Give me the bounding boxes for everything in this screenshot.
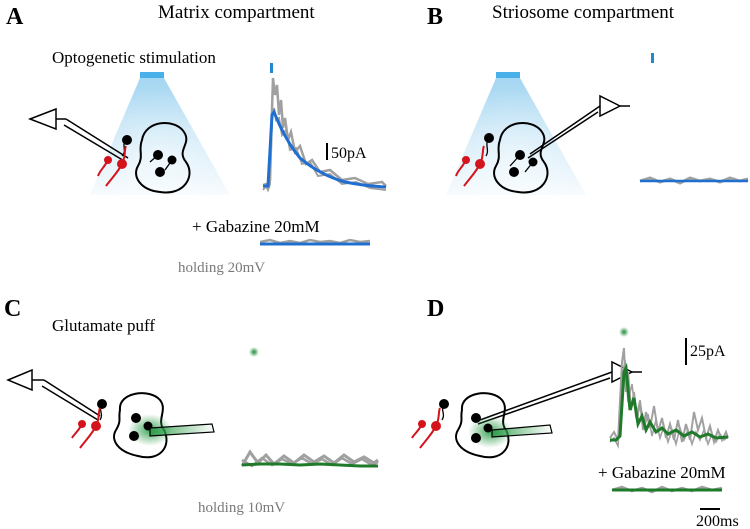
electrode-b bbox=[527, 94, 630, 159]
scale-label-a: 50pA bbox=[331, 145, 367, 162]
panel-b: B Striosome compartment bbox=[427, 2, 749, 195]
panel-d: D 25pA bbox=[411, 296, 739, 529]
drug-label-d: + Gabazine 20mM bbox=[598, 463, 726, 482]
scale-x-label-d: 200ms bbox=[696, 513, 739, 529]
panel-label-d: D bbox=[427, 296, 444, 322]
neuron-cluster-a bbox=[97, 121, 191, 194]
neuron-cluster-c bbox=[71, 392, 172, 459]
holding-label-a: holding 20mV bbox=[178, 260, 265, 276]
gabazine-trace-d bbox=[611, 485, 723, 494]
puff-pipette-d bbox=[491, 424, 553, 438]
trace-d bbox=[609, 347, 729, 450]
puff-pipette-c bbox=[149, 423, 215, 437]
stim-label-a: Optogenetic stimulation bbox=[52, 48, 216, 67]
trace-c bbox=[240, 449, 379, 468]
neuron-cluster-b bbox=[455, 121, 549, 194]
panel-title-b: Striosome compartment bbox=[492, 2, 675, 23]
stim-label-c: Glutamate puff bbox=[52, 316, 155, 335]
panel-label-a: A bbox=[6, 4, 24, 30]
trace-b bbox=[639, 176, 749, 185]
panel-label-c: C bbox=[4, 296, 21, 322]
stim-marker-b bbox=[651, 53, 654, 63]
gabazine-trace-a bbox=[259, 238, 371, 246]
electrode-c bbox=[6, 368, 101, 421]
puff-marker-c bbox=[249, 347, 259, 357]
drug-label-a: + Gabazine 20mM bbox=[192, 217, 320, 236]
holding-label-c: holding 10mV bbox=[198, 500, 285, 516]
electrode-d bbox=[477, 360, 642, 425]
stim-marker-a bbox=[270, 63, 273, 73]
panel-a: A Matrix compartment Optogenetic stimula… bbox=[6, 2, 387, 276]
scale-y-label-d: 25pA bbox=[690, 343, 726, 360]
neuron-cluster-d bbox=[411, 392, 512, 459]
panel-label-b: B bbox=[427, 4, 443, 30]
panel-title-a: Matrix compartment bbox=[158, 2, 315, 23]
electrode-a bbox=[27, 107, 129, 163]
trace-a bbox=[262, 77, 387, 193]
panel-c: C Glutamate puff bbox=[4, 296, 379, 516]
puff-marker-d bbox=[619, 327, 629, 337]
